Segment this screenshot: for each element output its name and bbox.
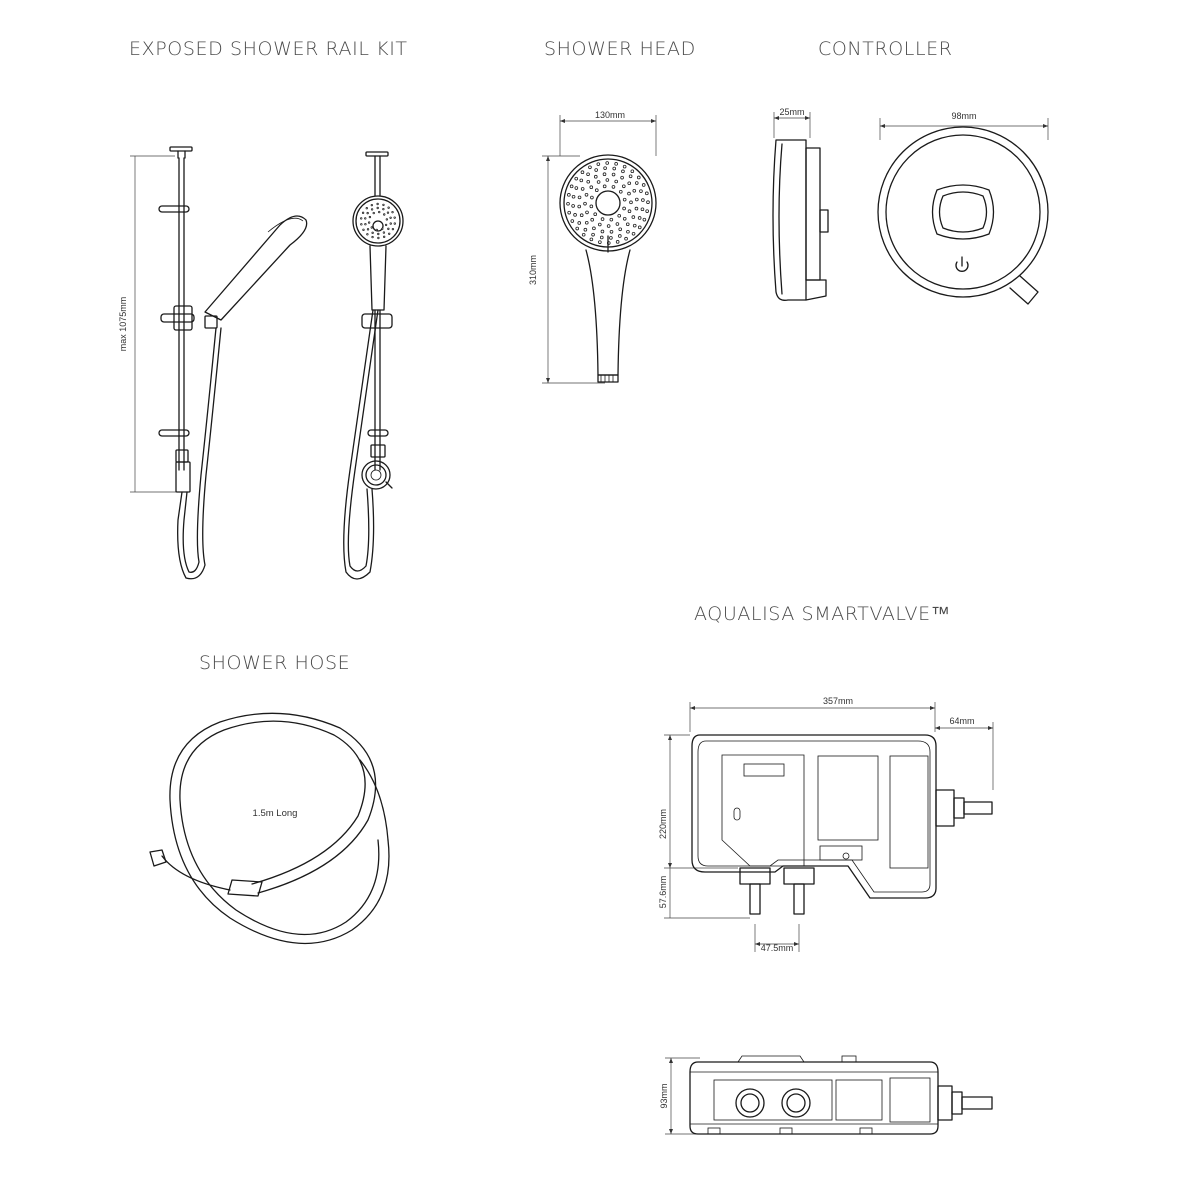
head-width-label: 130mm [595, 110, 625, 120]
valve-width-label: 357mm [823, 696, 853, 706]
controller-title: CONTROLLER [818, 38, 953, 60]
smartvalve-top-view: 93mm [659, 1055, 993, 1135]
smartvalve-title: AQUALISA SMARTVALVE™ [694, 603, 951, 625]
rail-kit-front-view [343, 151, 404, 580]
rail-kit-title: EXPOSED SHOWER RAIL KIT [129, 38, 408, 60]
rail-kit-side-view: max 1075mm [118, 146, 308, 580]
shower-head-title: SHOWER HEAD [544, 38, 696, 60]
valve-height-label: 220mm [658, 809, 668, 839]
smartvalve-front-view: 357mm 64mm 220mm 57.6mm [658, 696, 994, 953]
valve-depth-label: 93mm [659, 1083, 669, 1108]
valve-inlet-drop-label: 57.6mm [658, 876, 668, 909]
controller-diameter-label: 98mm [951, 111, 976, 121]
shower-hose-title: SHOWER HOSE [199, 652, 351, 674]
shower-hose-drawing: 1.5m Long [149, 712, 390, 945]
head-height-label: 310mm [528, 255, 538, 285]
rail-height-label: max 1075mm [118, 297, 128, 352]
controller-front-view: 98mm [877, 111, 1049, 305]
shower-head-drawing: 130mm 310mm [528, 110, 657, 384]
valve-inlet-spacing-label: 47.5mm [761, 943, 794, 953]
hose-length-label: 1.5m Long [253, 808, 298, 819]
valve-outlet-label: 64mm [949, 716, 974, 726]
controller-side-view: 25mm [772, 107, 829, 301]
power-icon [955, 256, 969, 272]
controller-depth-label: 25mm [779, 107, 804, 117]
